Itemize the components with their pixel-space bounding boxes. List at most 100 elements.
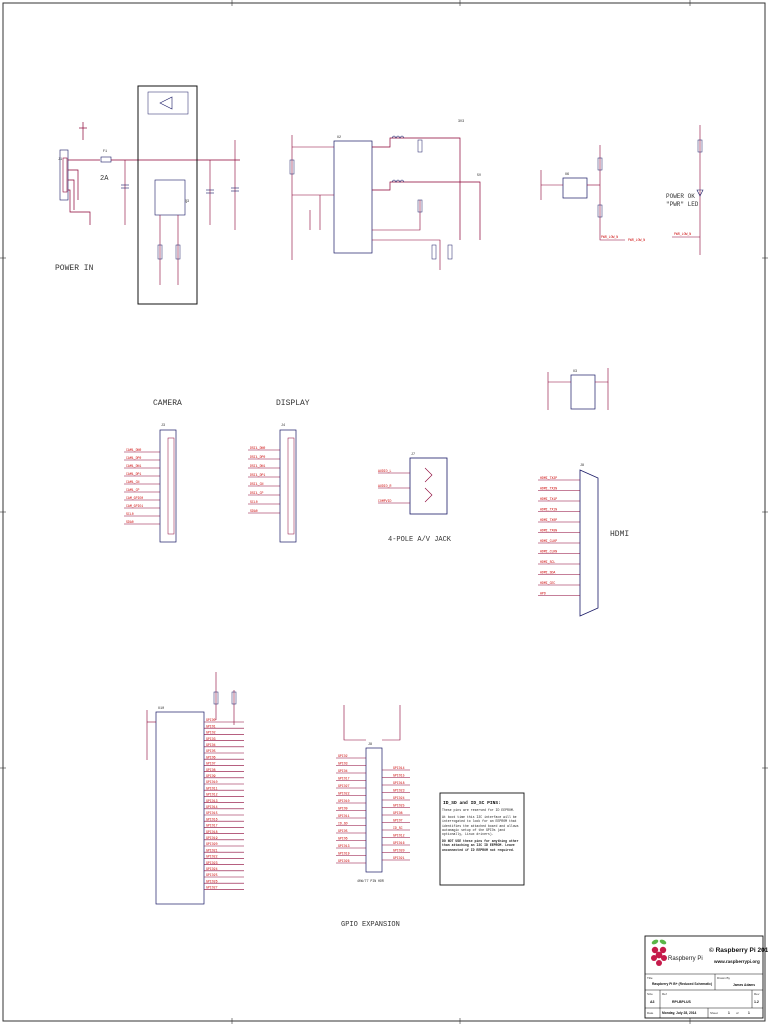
display-net-label: DSI1_DN1 bbox=[250, 464, 265, 468]
gpio-right-label: GPIO15 bbox=[393, 774, 405, 778]
u10-label: U10 bbox=[158, 707, 164, 711]
u10-pin-label: GPIO8 bbox=[206, 768, 216, 772]
camera-net-label: CAM1_DN1 bbox=[126, 464, 141, 468]
u10-pin-label: GPIO24 bbox=[206, 867, 218, 871]
u10-section: U10 GPIO0GPIO1GPIO2GPIO3GPIO4GPIO5GPIO6G… bbox=[146, 672, 244, 905]
gpio-left-label: GPIO10 bbox=[338, 799, 350, 803]
av-net-label: COMPVID bbox=[378, 499, 391, 503]
u10-pin-label: GPIO6 bbox=[206, 755, 216, 759]
gpio-left-label: GPIO3 bbox=[338, 762, 348, 766]
copyright: © Raspberry Pi 2014 bbox=[709, 946, 768, 954]
u10-pin-label: GPIO18 bbox=[206, 830, 218, 834]
power-in-title: POWER IN bbox=[55, 264, 94, 273]
gpio-net-list: GPIO2GPIO3GPIO4GPIO17GPIO27GPIO22GPIO10G… bbox=[336, 754, 410, 864]
u2-label: U2 bbox=[337, 136, 341, 140]
u2-chip bbox=[333, 140, 373, 254]
display-net-label: DSI1_CN bbox=[250, 482, 263, 486]
display-net-label: DSI1_DP0 bbox=[250, 455, 265, 459]
size-value: A3 bbox=[650, 1000, 655, 1004]
power-ok-title: POWER OK bbox=[666, 193, 695, 200]
note-body-2: At boot time this I2C interface will be … bbox=[442, 815, 519, 837]
gpio-right-label: GPIO8 bbox=[393, 811, 403, 815]
date-value: Monday, July 28, 2014 bbox=[662, 1011, 697, 1015]
ref-value: RPI-BPLUS bbox=[672, 1000, 692, 1004]
gpio-left-label: GPIO19 bbox=[338, 852, 350, 856]
j4-label: J4 bbox=[281, 424, 285, 428]
net-3v3: 3V3 bbox=[458, 120, 464, 124]
hdmi-net-label: HDMI_SCL bbox=[540, 560, 555, 564]
gpio-right-label: GPIO16 bbox=[393, 841, 405, 845]
display-net-label: SDA0 bbox=[250, 509, 258, 513]
title-block: Raspberry Pi © Raspberry Pi 2014 www.ras… bbox=[644, 935, 768, 1019]
display-title: DISPLAY bbox=[276, 399, 310, 408]
u10-pin-label: GPIO11 bbox=[206, 786, 218, 790]
gpio-left-label: GPIO2 bbox=[338, 754, 348, 758]
gpio-header bbox=[365, 747, 383, 873]
u10-pin-label: GPIO21 bbox=[206, 848, 218, 852]
u10-pin-label: GPIO2 bbox=[206, 731, 216, 735]
u10-pin-label: GPIO0 bbox=[206, 718, 216, 722]
of-label: of bbox=[736, 1011, 739, 1015]
gpio-left-label: GPIO13 bbox=[338, 844, 350, 848]
camera-net-label: CAM_GPIO0 bbox=[126, 496, 143, 500]
f1-label: F1 bbox=[103, 150, 107, 154]
display-net-label: DSI1_DP1 bbox=[250, 473, 265, 477]
drawing-title: Raspberry Pi B+ (Reduced Schematic) bbox=[652, 982, 712, 986]
eeprom-note: ID_SD and ID_SC PINS: These pins are res… bbox=[439, 792, 525, 886]
u10-pin-label: GPIO27 bbox=[206, 886, 218, 890]
u10-pin-label: GPIO5 bbox=[206, 749, 216, 753]
gpio-left-label: GPIO6 bbox=[338, 837, 348, 841]
gpio-header-ref: J8 bbox=[368, 743, 372, 747]
q3-label: Q3 bbox=[185, 200, 189, 204]
av-jack-symbol bbox=[409, 457, 448, 515]
gpio-left-label: ID_SD bbox=[338, 822, 348, 826]
camera-net-list: CAM1_DN0CAM1_DP0CAM1_DN1CAM1_DP1CAM1_CNC… bbox=[124, 448, 160, 525]
u10-pin-label: GPIO14 bbox=[206, 805, 218, 809]
camera-net-label: CAM1_DP0 bbox=[126, 456, 141, 460]
gpio-right-label: GPIO24 bbox=[393, 796, 405, 800]
inductors bbox=[391, 135, 405, 183]
net-1v8: 5V bbox=[477, 174, 482, 178]
gpio-title: GPIO EXPANSION bbox=[341, 921, 400, 929]
gpio-right-label: GPIO18 bbox=[393, 781, 405, 785]
pwr-low-net-2: PWR_LOW_N bbox=[628, 238, 645, 242]
j7-label: J7 bbox=[411, 453, 415, 457]
u10-pin-label: GPIO26 bbox=[206, 879, 218, 883]
display-net-label: DSI1_CP bbox=[250, 491, 263, 495]
ldo-section: U3 bbox=[547, 368, 609, 410]
hdmi-net-label: HDMI_TX0N bbox=[540, 529, 557, 533]
hdmi-net-label: HDMI_TX1P bbox=[540, 497, 557, 501]
camera-net-label: CAM1_DN0 bbox=[126, 448, 141, 452]
display-net-label: SCL0 bbox=[250, 500, 258, 504]
gpio-left-label: GPIO11 bbox=[338, 814, 350, 818]
gpio-left-label: GPIO22 bbox=[338, 792, 350, 796]
av-net-label: AUDIO_R bbox=[378, 484, 391, 488]
smps-section: U2 3V3 5V bbox=[289, 120, 482, 270]
hdmi-net-label: HDMI_TX2N bbox=[540, 487, 557, 491]
camera-section: CAMERA J3 CAM1_DN0CAM1_DP0CAM1_DN1CAM1_D… bbox=[124, 399, 182, 543]
u10-pin-label: GPIO3 bbox=[206, 737, 216, 741]
hdmi-net-label: HDMI_TX1N bbox=[540, 508, 557, 512]
u6-chip bbox=[562, 177, 588, 199]
rev-value: 1.2 bbox=[754, 1000, 759, 1004]
u10-pin-label: GPIO10 bbox=[206, 780, 218, 784]
gpio-left-label: GPIO5 bbox=[338, 829, 348, 833]
date-label: Date bbox=[647, 1011, 654, 1015]
u10-chip bbox=[155, 711, 205, 905]
protection-box bbox=[137, 85, 198, 305]
u3-label: U3 bbox=[573, 370, 577, 374]
camera-net-label: CAM1_CP bbox=[126, 488, 139, 492]
rev-label: Rev bbox=[754, 992, 760, 996]
camera-title: CAMERA bbox=[153, 399, 182, 408]
u6-label: U6 bbox=[565, 173, 569, 177]
u10-pin-label: GPIO7 bbox=[206, 762, 216, 766]
u10-pin-label: GPIO23 bbox=[206, 861, 218, 865]
brand-name: Raspberry Pi bbox=[668, 956, 703, 962]
hdmi-connector bbox=[579, 469, 599, 617]
sheet-label: Sheet bbox=[710, 1011, 718, 1015]
hdmi-section: J8 HDMI_TX2PHDMI_TX2NHDMI_TX1PHDMI_TX1NH… bbox=[538, 464, 629, 617]
